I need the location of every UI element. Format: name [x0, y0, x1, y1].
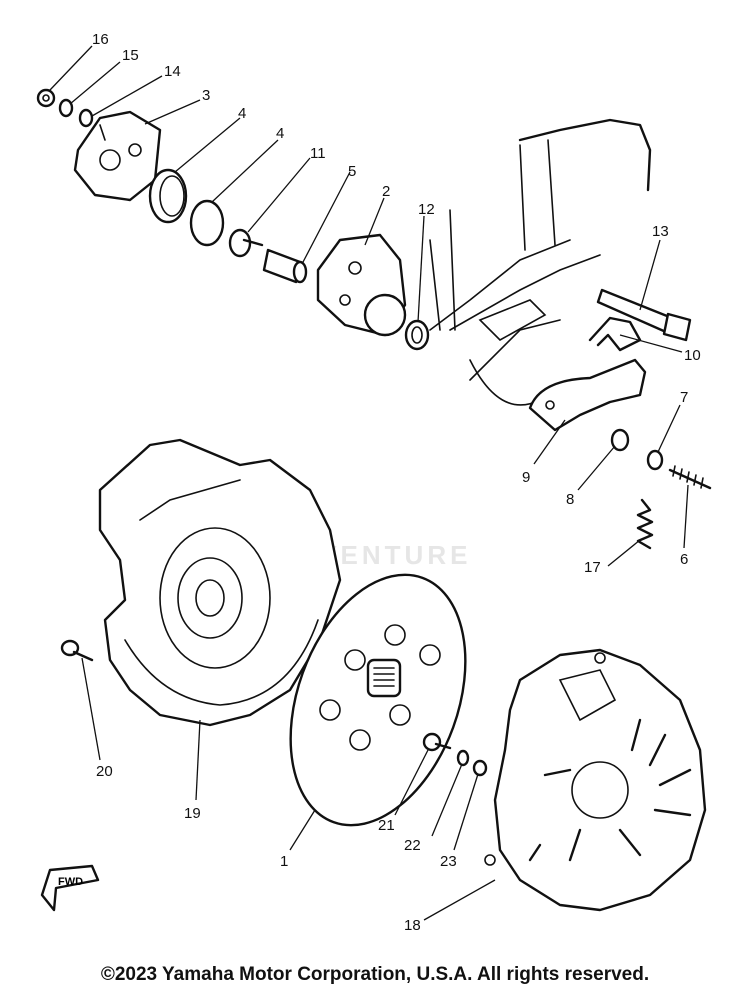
callout-14: 14: [164, 63, 181, 80]
part-22-washer: [456, 749, 470, 767]
part-5-sleeve: [262, 248, 308, 284]
part-13-bolt: [596, 288, 692, 342]
callout-9: 9: [522, 469, 530, 486]
parts-diagram: FWD 16 15 14 3 4 4 11 5: [36, 31, 712, 934]
callout-4b: 4: [276, 125, 284, 142]
callout-22: 22: [404, 837, 421, 854]
part-21-bolt: [422, 732, 452, 752]
callout-15: 15: [122, 47, 139, 64]
callout-18: 18: [404, 917, 421, 934]
callout-17: 17: [584, 559, 601, 576]
part-11-valve: [228, 228, 264, 258]
callout-5: 5: [348, 163, 356, 180]
part-7-nut: [646, 449, 664, 471]
part-20-bolt: [60, 639, 94, 662]
callout-7: 7: [680, 389, 688, 406]
callout-3: 3: [202, 87, 210, 104]
part-2-cover: [316, 233, 407, 337]
callout-13: 13: [652, 223, 669, 240]
callout-8: 8: [566, 491, 574, 508]
callout-10: 10: [684, 347, 701, 364]
callout-16: 16: [92, 31, 109, 48]
callout-21: 21: [378, 817, 395, 834]
fwd-label: FWD: [58, 876, 83, 888]
part-16-nut: [36, 88, 56, 108]
part-17-spring: [636, 498, 654, 550]
copyright-notice: ©2023 Yamaha Motor Corporation, U.S.A. A…: [100, 964, 650, 985]
part-14-washer: [78, 108, 94, 128]
part-19-inner-cover: [98, 438, 342, 727]
part-9-lever: [528, 358, 647, 432]
callout-2: 2: [382, 183, 390, 200]
callout-1: 1: [280, 853, 288, 870]
part-15-washer: [58, 98, 74, 118]
callout-20: 20: [96, 763, 113, 780]
callout-6: 6: [680, 551, 688, 568]
fwd-arrow: FWD: [40, 864, 100, 912]
callout-11: 11: [310, 145, 326, 162]
part-4-disc: [189, 199, 225, 247]
callout-labels: 16 15 14 3 4 4 11 5 2 12 13 10 7 9 8 6 1…: [92, 31, 701, 934]
part-10-clip: [588, 316, 642, 352]
callout-12: 12: [418, 201, 435, 218]
part-6-screw: [668, 465, 712, 490]
engine-outline: [429, 118, 652, 406]
leader-lines: [49, 45, 689, 921]
callout-4a: 4: [238, 105, 246, 122]
part-12-seal: [404, 319, 430, 351]
part-8-washer: [610, 428, 630, 452]
callout-19: 19: [184, 805, 201, 822]
part-23-nut: [472, 759, 488, 777]
callout-23: 23: [440, 853, 457, 870]
part-4-ring: [148, 168, 188, 224]
part-18-outer-cover: [484, 648, 707, 912]
